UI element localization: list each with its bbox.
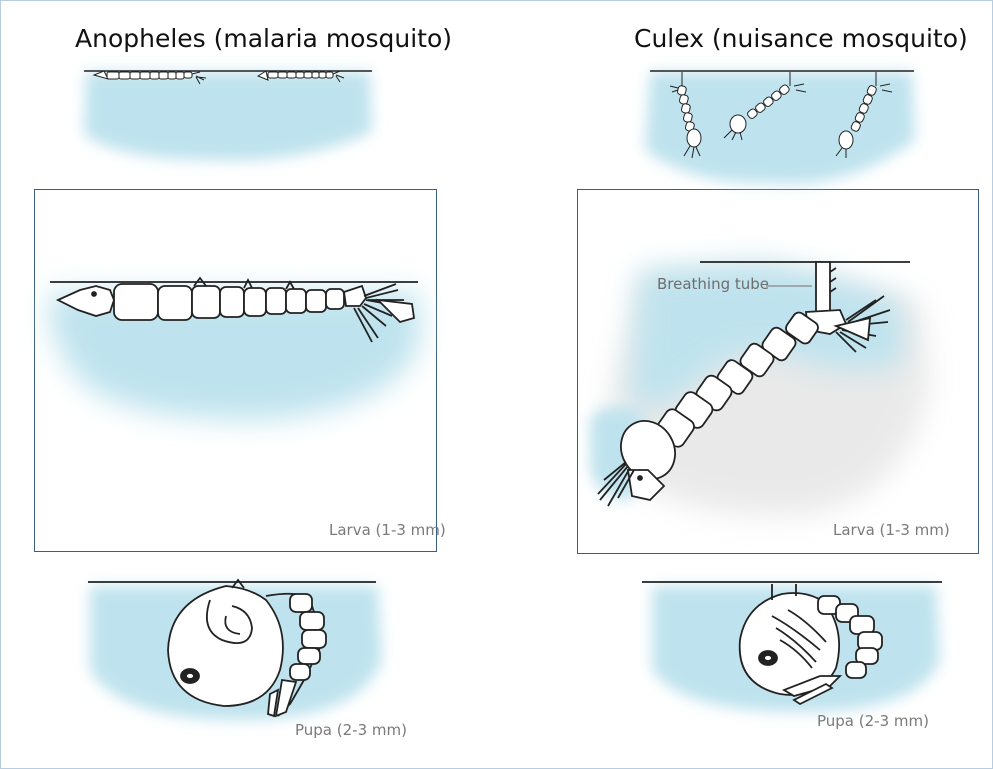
anopheles-larva-illustration (50, 278, 420, 420)
culex-larvae-thumbnail (645, 71, 915, 184)
anopheles-pupa-illustration (88, 580, 382, 720)
culex-larva-caption: Larva (1-3 mm) (833, 521, 950, 539)
anopheles-larvae-thumbnail (84, 71, 372, 161)
culex-larva-illustration (590, 262, 930, 515)
breathing-tube-label: Breathing tube (657, 275, 769, 293)
culex-pupa-illustration (642, 582, 942, 712)
anopheles-pupa-caption: Pupa (2-3 mm) (295, 721, 407, 739)
culex-pupa-caption: Pupa (2-3 mm) (817, 712, 929, 730)
anopheles-larva-caption: Larva (1-3 mm) (329, 521, 446, 539)
